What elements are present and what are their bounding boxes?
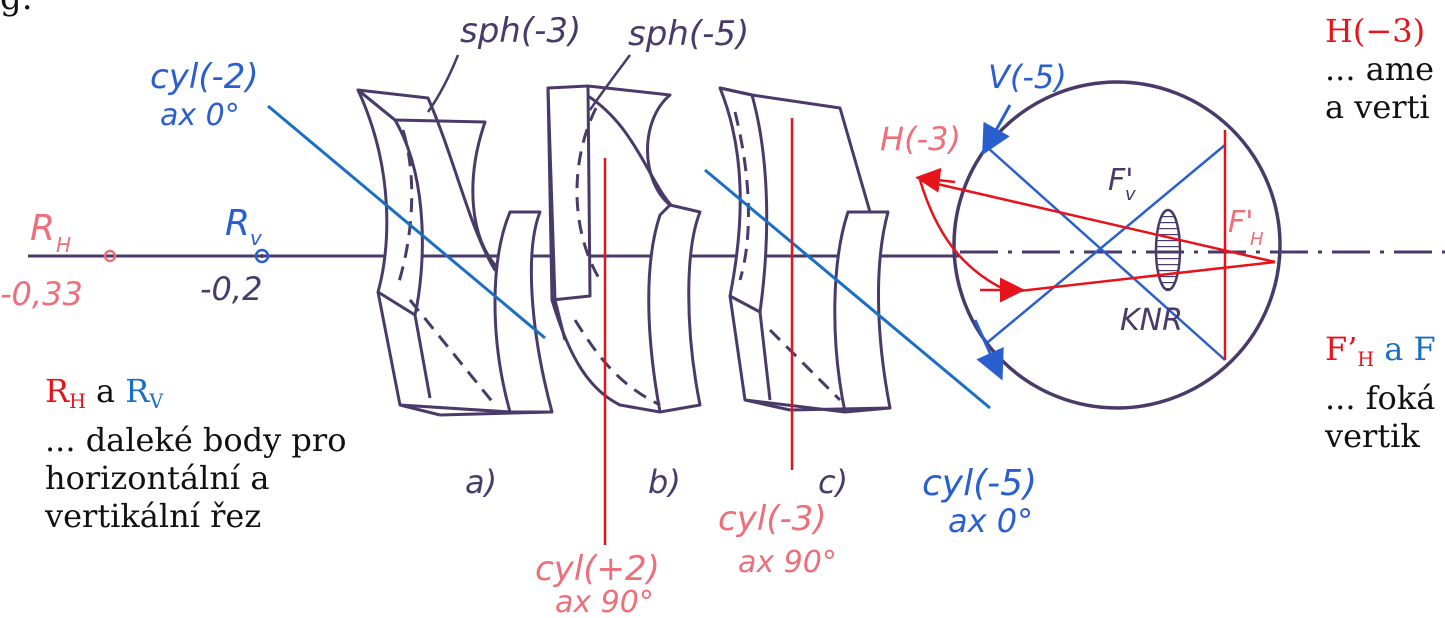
far-point-rh-marker — [103, 249, 117, 263]
leader-lines — [426, 54, 632, 113]
fh-label: F' — [1228, 205, 1254, 240]
lens-a-label: a) — [465, 463, 497, 501]
lens-b — [546, 84, 702, 414]
right-bottom-line2: ... foká — [1325, 379, 1436, 417]
right-top-caption: H(−3) ... ame a verti — [1325, 12, 1434, 126]
rv-value-label: -0,2 — [200, 270, 262, 308]
fv-sub-label: v — [1125, 184, 1136, 205]
rh-sub-label: H — [56, 233, 71, 257]
corner-fragment: g. — [0, 0, 33, 18]
rh-value-label: -0,33 — [0, 275, 83, 313]
lens-c-label: c) — [818, 463, 848, 501]
rv-sub-label: v — [250, 226, 263, 250]
lens-a — [356, 88, 554, 417]
left-caption-line4: vertikální řez — [45, 497, 262, 535]
cyl-m3-label: cyl(-3) — [718, 499, 827, 539]
cyl-p2-label: cyl(+2) — [535, 549, 660, 589]
sph-m3-label: sph(-3) — [460, 11, 581, 51]
lens-c — [718, 86, 892, 414]
fv-label: F' — [1108, 163, 1134, 198]
rh-symbol: RH — [45, 372, 86, 413]
rh-label: R — [30, 208, 55, 249]
cyl-m5-ax-label: ax 0° — [948, 502, 1033, 540]
knr-label: KNR — [1120, 303, 1183, 338]
far-point-rv-marker — [254, 248, 270, 264]
right-bottom-line3: vertik — [1325, 417, 1420, 455]
right-bottom-title: F’H a F — [1325, 330, 1436, 379]
horizontal-rays — [915, 167, 1276, 303]
h-m3-label: H(-3) — [880, 120, 961, 158]
left-caption: RH a RV ... daleké body pro horizontální… — [45, 372, 346, 535]
v-m5-label: V(-5) — [988, 58, 1067, 96]
cyl-m2-label: cyl(-2) — [150, 57, 259, 97]
cyl-m2-ax-label: ax 0° — [160, 98, 240, 133]
cyl-m5-axis — [704, 168, 991, 410]
left-caption-title: RH a RV — [45, 372, 164, 413]
fh-symbol: F’H — [1325, 330, 1375, 371]
right-top-title: H(−3) — [1325, 12, 1426, 50]
fh-sub-label: H — [1250, 229, 1264, 250]
right-top-line3: a verti — [1325, 88, 1430, 126]
right-top-line2: ... ame — [1325, 50, 1435, 88]
right-bottom-caption: F’H a F ... foká vertik — [1325, 330, 1436, 455]
fv-symbol-fragment: a F — [1374, 330, 1436, 368]
cyl-m2-axis — [267, 104, 546, 340]
cyl-p2-ax-label: ax 90° — [555, 585, 654, 618]
rv-label: R — [225, 203, 250, 244]
handwritten-labels: cyl(-2) ax 0° sph(-3) sph(-5) V(-5) H(-3… — [0, 11, 1264, 618]
left-caption-line3: horizontální a — [45, 459, 270, 497]
sph-m5-label: sph(-5) — [628, 14, 749, 54]
eye-circle — [952, 80, 1282, 410]
cyl-m5-label: cyl(-5) — [922, 463, 1037, 504]
lens-b-label: b) — [648, 463, 681, 501]
cyl-m3-ax-label: ax 90° — [738, 545, 837, 580]
left-caption-line2: ... daleké body pro — [45, 421, 347, 459]
rv-symbol: RV — [125, 372, 164, 413]
